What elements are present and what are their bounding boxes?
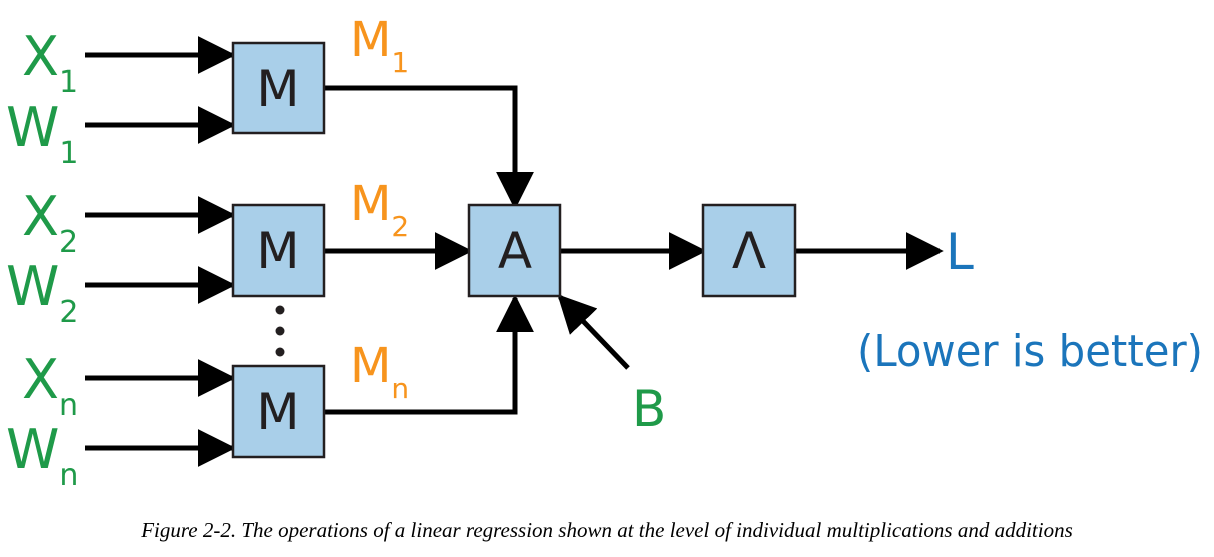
input-x2: X2 bbox=[22, 185, 78, 260]
product-mn: Mn bbox=[350, 338, 409, 405]
arrow-mn-to-a bbox=[324, 294, 534, 415]
multiply-label-n: M bbox=[256, 383, 299, 441]
product-m2: M2 bbox=[350, 176, 409, 243]
multiply-box-n bbox=[231, 364, 326, 459]
multiply-box-2 bbox=[231, 203, 326, 298]
input-w1: W1 bbox=[6, 96, 79, 171]
bias-label: B bbox=[632, 380, 666, 438]
arrow-b-to-a bbox=[557, 294, 630, 370]
product-m1: M1 bbox=[350, 12, 409, 79]
loss-box bbox=[701, 203, 797, 298]
input-wn: Wn bbox=[6, 418, 78, 493]
figure-caption: Figure 2-2. The operations of a linear r… bbox=[141, 518, 1073, 542]
input-x1: X1 bbox=[22, 25, 78, 100]
ellipsis-dots bbox=[275, 305, 285, 357]
input-xn: Xn bbox=[22, 348, 78, 423]
multiply-box-1 bbox=[231, 41, 326, 135]
ellipsis-dot bbox=[275, 347, 285, 357]
ellipsis-dot bbox=[275, 305, 285, 315]
input-arrows bbox=[85, 36, 236, 467]
add-box bbox=[467, 203, 562, 298]
output-label: L bbox=[946, 223, 974, 281]
loss-op-label: Λ bbox=[732, 222, 766, 280]
output-note: (Lower is better) bbox=[857, 326, 1203, 377]
input-w2: W2 bbox=[6, 255, 79, 330]
add-label: A bbox=[498, 222, 532, 280]
product-arrows bbox=[324, 85, 944, 415]
multiply-label-2: M bbox=[256, 222, 299, 280]
arrow-m1-to-a bbox=[324, 85, 534, 210]
ellipsis-dot bbox=[275, 326, 285, 336]
boxes bbox=[231, 41, 797, 459]
multiply-label-1: M bbox=[256, 60, 299, 118]
